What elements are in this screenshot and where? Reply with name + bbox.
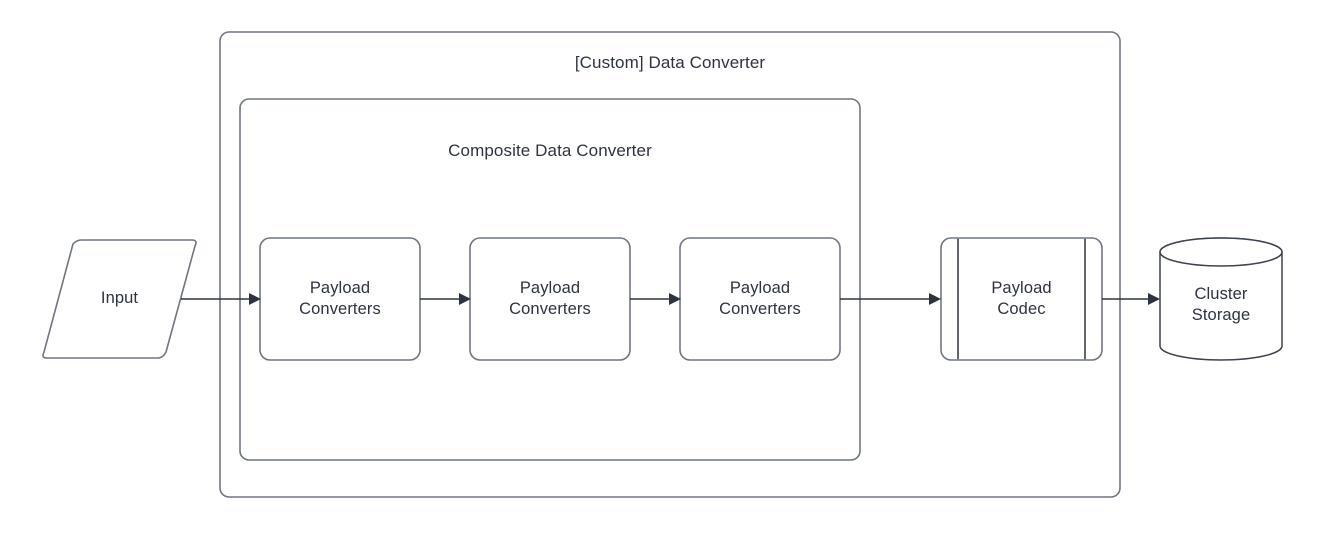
edge-payload-converters-3-to-payload-codec	[840, 293, 941, 305]
edge-input-to-payload-converters-1	[181, 293, 261, 305]
container-custom-data-converter[interactable]	[219, 31, 1121, 498]
edge-payload-converters-2-to-3	[630, 293, 681, 305]
node-payload-converters-2-shape[interactable]	[469, 237, 631, 361]
edge-payload-converters-1-to-2	[420, 293, 471, 305]
node-payload-converters-1-shape[interactable]	[259, 237, 421, 361]
edge-payload-codec-to-cluster-storage	[1102, 293, 1160, 305]
container-composite-data-converter[interactable]	[239, 98, 861, 461]
node-input-shape[interactable]	[42, 239, 197, 359]
node-payload-codec-shape[interactable]	[940, 237, 1103, 361]
node-payload-converters-3-shape[interactable]	[679, 237, 841, 361]
cluster-storage-top-ellipse	[1159, 237, 1283, 267]
